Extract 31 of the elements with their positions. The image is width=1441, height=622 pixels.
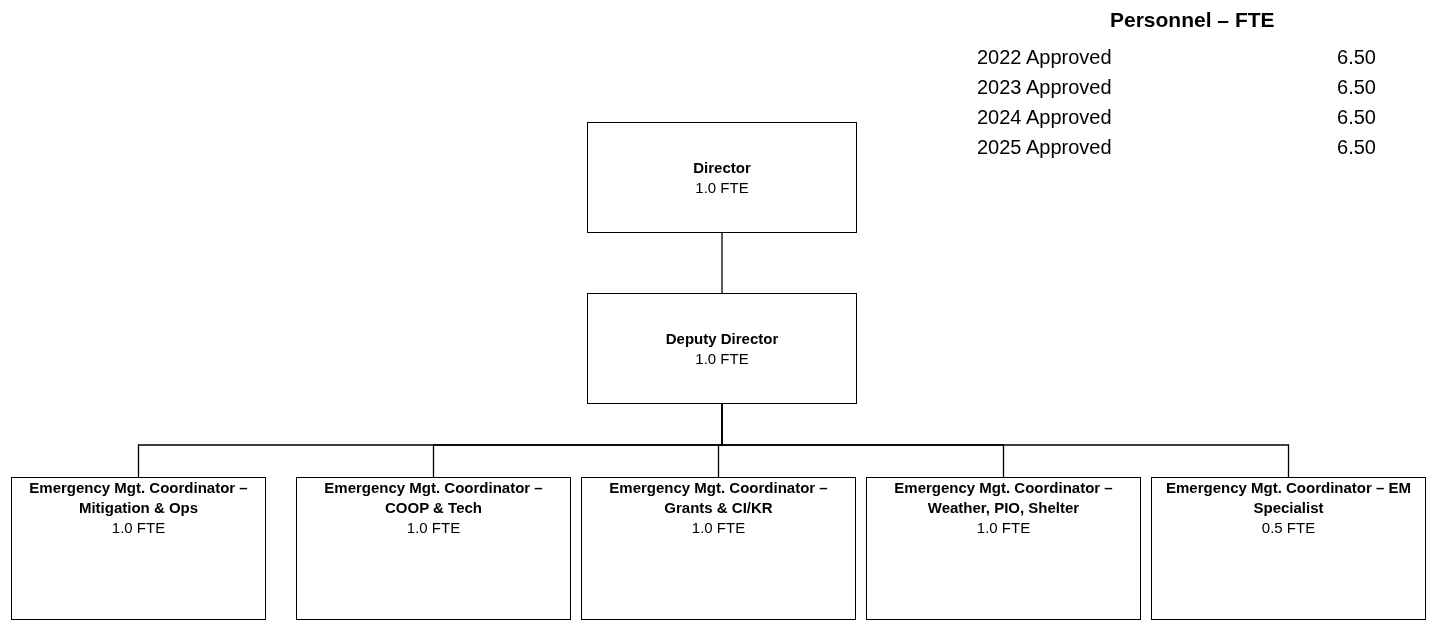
year-label: 2024 Approved: [977, 105, 1112, 129]
year-label: 2022 Approved: [977, 45, 1112, 69]
fte-value: 6.50: [1337, 75, 1376, 99]
position-box: [587, 122, 857, 233]
position-title: Emergency Mgt. Coordinator – Weather, PIO, Shelter: [893, 478, 1114, 518]
position-box: [866, 477, 1141, 620]
fte-value: 6.50: [1337, 45, 1376, 69]
position-title: Emergency Mgt. Coordinator – EM Specialist: [1164, 478, 1412, 518]
fte-count: 1.0 FTE: [694, 177, 750, 198]
position-box: [581, 477, 856, 620]
position-box: [11, 477, 266, 620]
position-box: [296, 477, 571, 620]
position-title: Deputy Director: [664, 328, 780, 349]
position-title: Emergency Mgt. Coordinator – Mitigation & Ops: [28, 478, 249, 518]
position-title: Director: [692, 157, 752, 178]
connector-line: [721, 232, 723, 294]
fte-count: 1.0 FTE: [110, 518, 167, 538]
position-box: [1151, 477, 1426, 620]
fte-count: 1.0 FTE: [690, 518, 747, 538]
position-title: Emergency Mgt. Coordinator – COOP & Tech: [323, 478, 544, 518]
fte-count: 1.0 FTE: [694, 348, 750, 369]
fte-count: 0.5 FTE: [1260, 518, 1317, 538]
fte-count: 1.0 FTE: [405, 518, 462, 538]
position-box: [587, 293, 857, 404]
fte-count: 1.0 FTE: [975, 518, 1032, 538]
fte-value: 6.50: [1337, 105, 1376, 129]
fte-value: 6.50: [1337, 135, 1376, 159]
position-title: Emergency Mgt. Coordinator – Grants & CI/KR: [608, 478, 829, 518]
year-label: 2025 Approved: [977, 135, 1112, 159]
year-label: 2023 Approved: [977, 75, 1112, 99]
table-title: Personnel – FTE: [1110, 8, 1275, 32]
